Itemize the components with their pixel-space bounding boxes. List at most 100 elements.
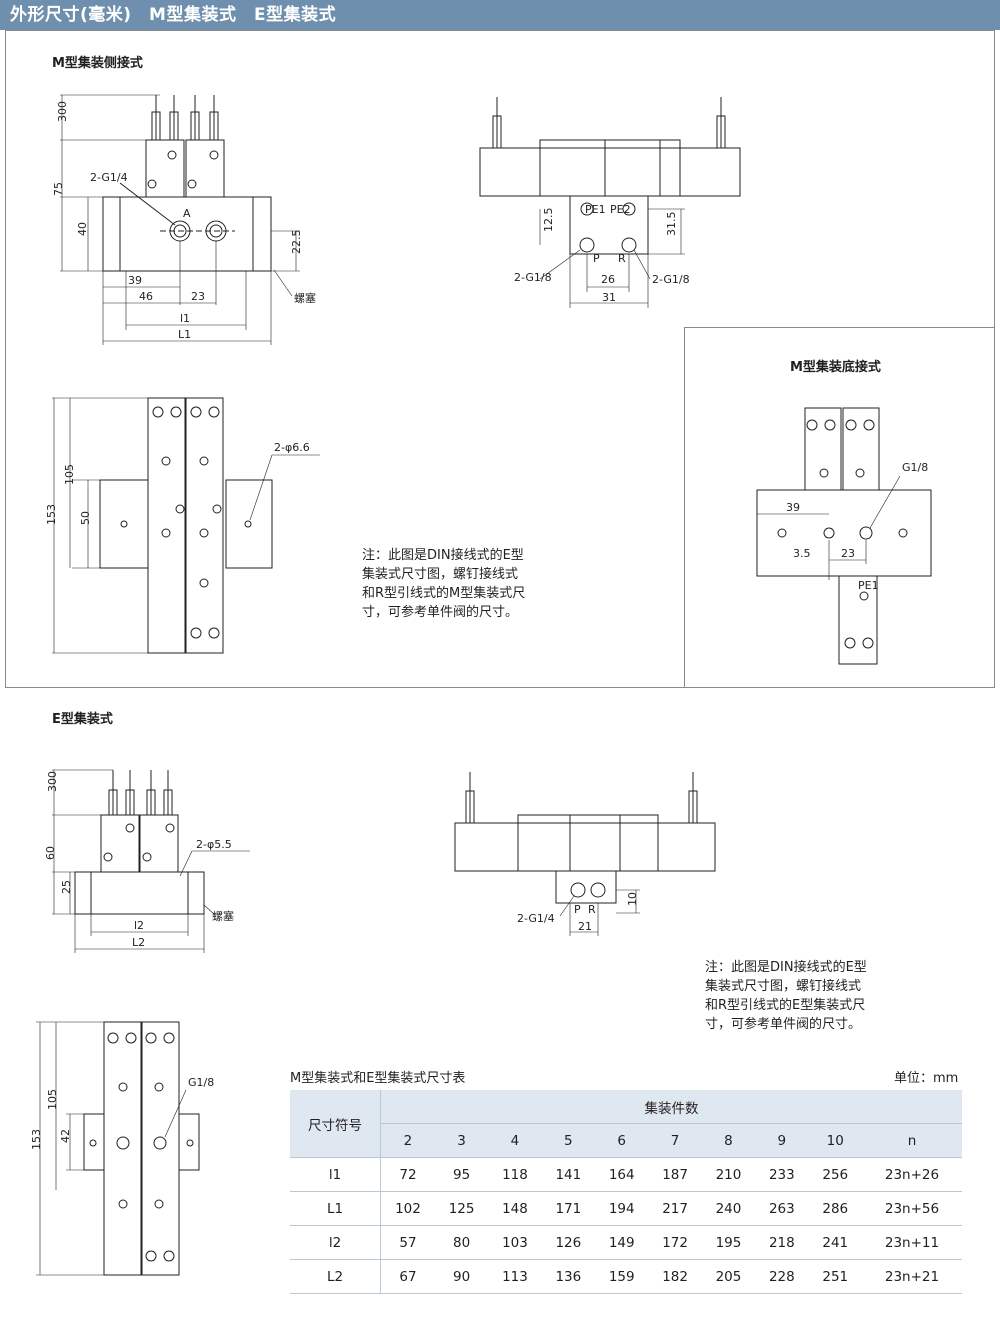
m-note: 注：此图是DIN接线式的E型 集装式尺寸图，螺钉接线式 和R型引线式的M型集装式…: [362, 546, 525, 622]
dim-label: 75: [52, 182, 65, 196]
page-header: 外形尺寸(毫米) M型集装式 E型集装式: [0, 0, 1000, 30]
dim-label: l1: [180, 312, 190, 325]
e-front-view: [52, 769, 250, 953]
table-cell: 241: [808, 1225, 862, 1260]
table-cell: 194: [595, 1191, 649, 1226]
table-cell: 159: [595, 1259, 649, 1294]
m-side-front-view: [60, 94, 300, 345]
m-side-right-view: [479, 97, 741, 308]
column-header: 6: [595, 1123, 649, 1158]
table-cell: 171: [541, 1191, 596, 1226]
dim-label: 2-φ6.6: [274, 441, 310, 454]
table-cell: 187: [648, 1157, 702, 1192]
dim-label: 105: [63, 464, 76, 485]
table-cell: 72: [380, 1157, 435, 1192]
m-bottom-frame: [684, 327, 995, 688]
column-header: 8: [701, 1123, 756, 1158]
dim-label: 42: [59, 1129, 72, 1143]
table-cell: 126: [541, 1225, 596, 1260]
table-cell: 233: [755, 1157, 809, 1192]
note-line: 注：此图是DIN接线式的E型: [705, 960, 867, 975]
dim-label: 2-G1/4: [90, 171, 128, 184]
row-symbol: l1: [290, 1157, 381, 1192]
note-line: 和R型引线式的M型集装式尺: [362, 586, 526, 601]
dim-label: 螺塞: [212, 909, 234, 923]
dim-label: 2-G1/8: [652, 273, 690, 286]
table-cell: 228: [755, 1259, 809, 1294]
dim-label: 31: [602, 291, 616, 304]
dim-label: L2: [132, 936, 145, 949]
table-cell: 23n+11: [862, 1225, 962, 1260]
dim-label: PE2: [610, 203, 631, 216]
table-cell: 23n+56: [862, 1191, 962, 1226]
dim-label: 22.5: [290, 230, 303, 255]
column-header: 9: [755, 1123, 809, 1158]
section-label-m-bottom: M型集装底接式: [790, 360, 881, 375]
m-top-view: [52, 397, 320, 654]
dim-label: PE1: [585, 203, 606, 216]
table-cell: 136: [541, 1259, 596, 1294]
dim-label: 21: [578, 920, 592, 933]
table-cell: 23n+26: [862, 1157, 962, 1192]
table-cell: 141: [541, 1157, 596, 1192]
table-cell: 195: [701, 1225, 756, 1260]
table-cell: 118: [488, 1157, 542, 1192]
table-cell: 57: [380, 1225, 435, 1260]
e-note: 注：此图是DIN接线式的E型 集装式尺寸图，螺钉接线式 和R型引线式的E型集装式…: [705, 958, 867, 1034]
table-cell: 205: [701, 1259, 756, 1294]
dim-label: 46: [139, 290, 153, 303]
row-symbol: L1: [290, 1191, 381, 1226]
section-label-e-type: E型集装式: [52, 712, 113, 727]
dim-label: G1/8: [188, 1076, 214, 1089]
table-cell: 149: [595, 1225, 649, 1260]
dim-label: L1: [178, 328, 191, 341]
dim-label: 26: [601, 273, 615, 286]
dim-label: 31.5: [665, 212, 678, 237]
table-cell: 67: [380, 1259, 435, 1294]
dim-label: 2-φ5.5: [196, 838, 232, 851]
note-line: 寸，可参考单件阀的尺寸。: [362, 605, 519, 620]
row-symbol: l2: [290, 1225, 381, 1260]
column-header: 7: [648, 1123, 702, 1158]
dim-label: 3.5: [793, 547, 811, 560]
group-header: 集装件数: [380, 1090, 962, 1124]
table-cell: 210: [701, 1157, 756, 1192]
table-cell: 286: [808, 1191, 862, 1226]
dim-label: 23: [841, 547, 855, 560]
table-cell: 182: [648, 1259, 702, 1294]
dim-label: PE1: [858, 579, 879, 592]
dim-label: G1/8: [902, 461, 928, 474]
dim-label: P: [574, 903, 581, 916]
dim-label: R: [588, 903, 596, 916]
table-cell: 125: [434, 1191, 489, 1226]
dim-label: A: [183, 207, 191, 220]
note-line: 和R型引线式的E型集装式尺: [705, 998, 866, 1013]
column-header: n: [862, 1123, 962, 1158]
table-unit: 单位：mm: [894, 1071, 959, 1086]
e-right-labels: 2-G1/4 P R 10 21: [517, 892, 639, 933]
dim-label: R: [618, 252, 626, 265]
column-header: 2: [380, 1123, 435, 1158]
dim-label: 40: [76, 222, 89, 236]
column-header: 4: [488, 1123, 542, 1158]
table-cell: 113: [488, 1259, 542, 1294]
e-right-view: [454, 772, 716, 936]
table-cell: 263: [755, 1191, 809, 1226]
table-cell: 102: [380, 1191, 435, 1226]
column-header: 5: [541, 1123, 596, 1158]
section-label-m-side: M型集装侧接式: [52, 56, 143, 71]
dim-label: 10: [626, 892, 639, 906]
dim-label: 300: [46, 771, 59, 792]
table-cell: 217: [648, 1191, 702, 1226]
dim-label: 25: [60, 880, 73, 894]
dim-label: 50: [79, 511, 92, 525]
table-cell: 103: [488, 1225, 542, 1260]
dim-label: 12.5: [542, 208, 555, 233]
dim-label: 2-G1/8: [514, 271, 552, 284]
table-cell: 95: [434, 1157, 489, 1192]
dim-label: 螺塞: [294, 291, 316, 305]
e-top-labels: 153 105 42 G1/8: [30, 1076, 214, 1150]
